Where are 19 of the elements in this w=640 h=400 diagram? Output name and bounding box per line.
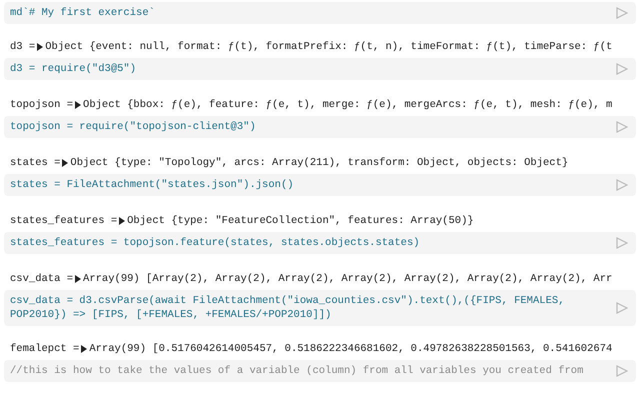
- code-line: d3 = require("d3@5"): [10, 62, 138, 76]
- output-value: Array(99) [Array(2), Array(2), Array(2), Array(2), Array(2), Array(2), Array(2), Arr: [83, 273, 612, 285]
- output-value: Array(99) [0.5176042614005457, 0.5186222346681602, 0.49782638228501563, 0.541602674: [89, 343, 612, 355]
- code-line: csv_data = d3.csvParse(await FileAttachment("iowa_counties.csv").text(),({FIPS, FEMALES, POP2010}) => [FIPS, [+FEMALES, +FEMALES/+POP2010]]): [10, 294, 566, 322]
- code-line: states = FileAttachment("states.json").json(): [10, 178, 295, 192]
- output-value: Object {bbox: ƒ(e), feature: ƒ(e, t), merge: ƒ(e), mergeArcs: ƒ(e, t), mesh: ƒ(e), m: [83, 99, 612, 111]
- output-value: Object {event: null, format: ƒ(t), formatPrefix: ƒ(t, n), timeFormat: ƒ(t), timeParse: ƒ(t: [45, 41, 612, 53]
- output-value: Object {type: "FeatureCollection", features: Array(50)}: [127, 215, 474, 227]
- output-value: Object {type: "Topology", arcs: Array(211), transform: Object, objects: Object}: [70, 157, 568, 169]
- code-line: states_features = topojson.feature(states, states.objects.states): [10, 236, 421, 250]
- code-line: topojson = require("topojson-client@3"): [10, 120, 257, 134]
- variable-name: states_features =: [10, 215, 118, 227]
- variable-name: femalepct =: [10, 343, 80, 355]
- variable-name: d3 =: [10, 41, 36, 53]
- code-comment: //this is how to take the values of a variable (column) from all variables you created from: [10, 364, 584, 378]
- variable-name: topojson =: [10, 99, 74, 111]
- variable-name: csv_data =: [10, 273, 74, 285]
- variable-name: states =: [10, 157, 60, 169]
- code-line: md`# My first exercise`: [10, 6, 156, 20]
